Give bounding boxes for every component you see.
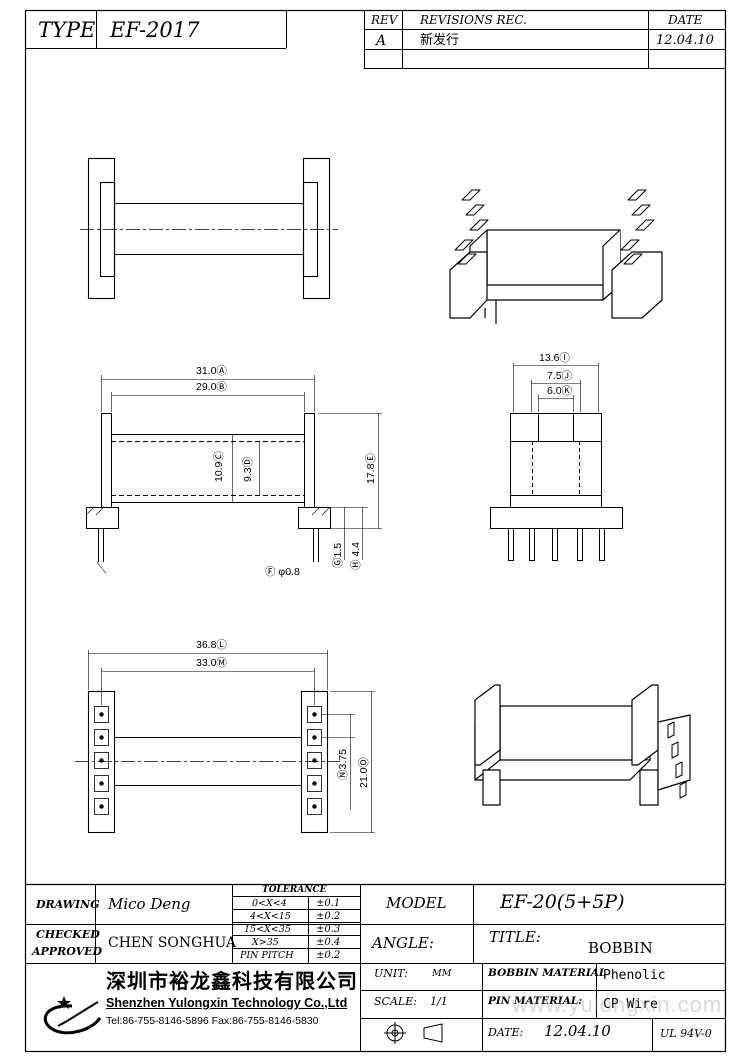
watermark-text: www.yulongxin.com	[512, 992, 723, 1017]
title-block-grid	[25, 883, 726, 1051]
type-label: TYPE	[38, 18, 96, 42]
company-name-en: Shenzhen Yulongxin Technology Co.,Ltd	[106, 996, 348, 1010]
dim-front-height-c: 10.9Ⓒ	[213, 451, 225, 482]
dim-bottom-width-m: 33.0Ⓜ	[196, 657, 227, 669]
title-label: TITLE:	[489, 928, 541, 946]
dim-side-width-k: 6.0Ⓚ	[547, 385, 573, 397]
tolerance-range: 15<X<35	[244, 924, 291, 935]
rev-label: REV	[371, 13, 398, 27]
dim-front-overall-width: 31.0Ⓐ	[196, 365, 227, 377]
pin-material-value: CP Wire	[603, 997, 658, 1012]
model-value: EF-20(5+5P)	[500, 891, 625, 913]
dim-bottom-pitch-n: Ⓝ3.75	[337, 749, 349, 780]
revision-date: 12.04.10	[656, 33, 714, 48]
unit-label: UNIT:	[374, 967, 408, 980]
projection-symbol	[384, 1022, 443, 1044]
approved-value: CHEN SONGHUA	[108, 935, 237, 951]
dim-front-height-d: 9.3Ⓓ	[242, 456, 254, 482]
type-value: EF-2017	[110, 18, 200, 42]
side-view	[490, 363, 623, 561]
date-label: DATE:	[488, 1026, 524, 1039]
checked-label: CHECKED	[36, 928, 100, 941]
tolerance-range: PIN PITCH	[240, 950, 294, 961]
date-header-label: DATE	[668, 13, 703, 27]
company-logo	[43, 996, 102, 1035]
dim-bottom-height-o: 21.0Ⓞ	[358, 757, 370, 788]
isometric-view-bottom	[474, 684, 691, 806]
revision-text: 新发行	[420, 33, 460, 48]
company-contact: Tel:86-755-8146-5896 Fax:86-755-8146-583…	[106, 1015, 319, 1027]
angle-label: ANGLE:	[372, 934, 434, 952]
tolerance-value: ±0.4	[316, 937, 341, 948]
dim-front-height-e: 17.8Ⓔ	[365, 453, 377, 484]
tolerance-range: X>35	[252, 937, 279, 948]
unit-value: MM	[432, 968, 452, 979]
front-view-top	[80, 157, 338, 300]
tolerance-title: TOLERANCE	[262, 885, 327, 895]
rev-value: A	[376, 33, 387, 49]
drawing-value: Mico Deng	[108, 895, 191, 913]
tolerance-range: 0<X<4	[252, 898, 287, 909]
ul-rating: UL 94V-0	[660, 1027, 712, 1040]
drawing-label: DRAWING	[36, 898, 100, 911]
pin-material-label: PIN MATERIAL:	[488, 995, 583, 1007]
title-value: BOBBIN	[588, 939, 653, 957]
front-view-elevation	[85, 375, 382, 574]
dim-bottom-width-l: 36.8Ⓛ	[196, 639, 227, 651]
bottom-view	[75, 650, 375, 834]
tolerance-value: ±0.1	[316, 898, 341, 909]
revisions-label: REVISIONS REC.	[420, 13, 527, 27]
approved-label: APPROVED	[32, 945, 103, 958]
dim-pin-diameter: Ⓕ φ0.8	[265, 566, 300, 578]
dim-side-width-i: 13.6Ⓘ	[539, 352, 570, 364]
tolerance-value: ±0.2	[316, 950, 341, 961]
dim-pin-h: Ⓗ 4.4	[350, 541, 362, 570]
dim-side-width-j: 7.5Ⓙ	[547, 370, 573, 382]
scale-label: SCALE:	[374, 995, 417, 1008]
tolerance-value: ±0.2	[316, 911, 341, 922]
scale-value: 1/1	[430, 995, 448, 1008]
bobbin-material-label: BOBBIN MATERIAL	[488, 967, 607, 979]
dim-front-inner-width: 29.0Ⓑ	[196, 381, 227, 393]
date-value: 12.04.10	[544, 1022, 611, 1040]
model-label: MODEL	[386, 894, 447, 912]
tolerance-range: 4<X<15	[250, 911, 291, 922]
dim-pin-g: Ⓖ1.5	[332, 542, 344, 568]
isometric-view-top	[449, 189, 663, 324]
bobbin-material-value: Phenolic	[603, 968, 666, 983]
tolerance-value: ±0.3	[316, 924, 341, 935]
company-name-cn: 深圳市裕龙鑫科技有限公司	[106, 969, 358, 993]
